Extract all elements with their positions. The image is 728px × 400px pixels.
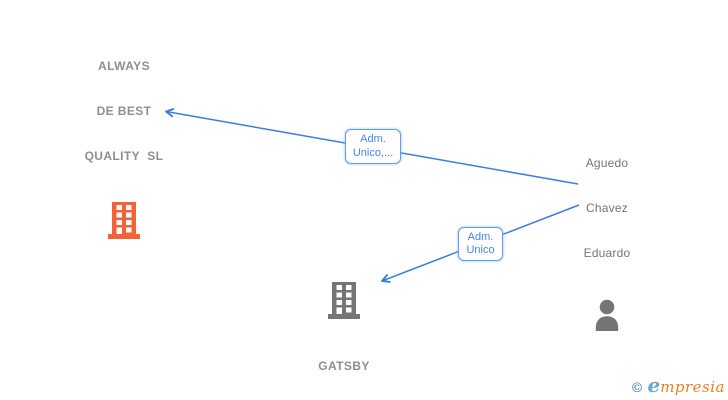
edge-label-adm-unico-gatsby[interactable]: Adm. Unico: [458, 227, 503, 261]
person-name-line: Chavez: [586, 201, 628, 215]
company-name-line: GATSBY: [318, 359, 370, 373]
building-icon: [108, 202, 140, 239]
building-icon: [328, 282, 360, 319]
company-name: ALWAYS DE BEST QUALITY SL: [85, 29, 164, 194]
copyright-icon: ©: [630, 381, 644, 396]
empresia-logo-text: mpresia: [660, 378, 725, 396]
edge-label-line: Unico,...: [352, 146, 394, 159]
empresia-logo-e: e: [647, 373, 661, 397]
company-node-gatsby-garage[interactable]: GATSBY GARAGE SL: [274, 282, 414, 400]
person-name: Aguedo Chavez Eduardo: [584, 126, 631, 291]
empresia-logo: © e mpresia: [630, 373, 725, 397]
person-name-line: Eduardo: [583, 246, 631, 260]
person-name-line: Aguedo: [585, 156, 629, 170]
company-node-always-de-best-quality[interactable]: ALWAYS DE BEST QUALITY SL: [54, 29, 194, 239]
edge-label-adm-unico-always[interactable]: Adm. Unico,...: [345, 129, 401, 164]
edge-label-line: Adm.: [360, 133, 386, 145]
edge-label-line: Unico: [466, 244, 495, 256]
company-name: GATSBY GARAGE SL: [305, 326, 384, 400]
edge-label-line: Adm.: [467, 230, 494, 243]
person-icon: [595, 299, 619, 331]
person-node-aguedo-chavez-eduardo[interactable]: Aguedo Chavez Eduardo: [547, 126, 667, 331]
company-name-line: QUALITY SL: [84, 149, 164, 163]
company-name-line: ALWAYS: [98, 59, 150, 73]
company-name-line: DE BEST: [96, 104, 152, 118]
